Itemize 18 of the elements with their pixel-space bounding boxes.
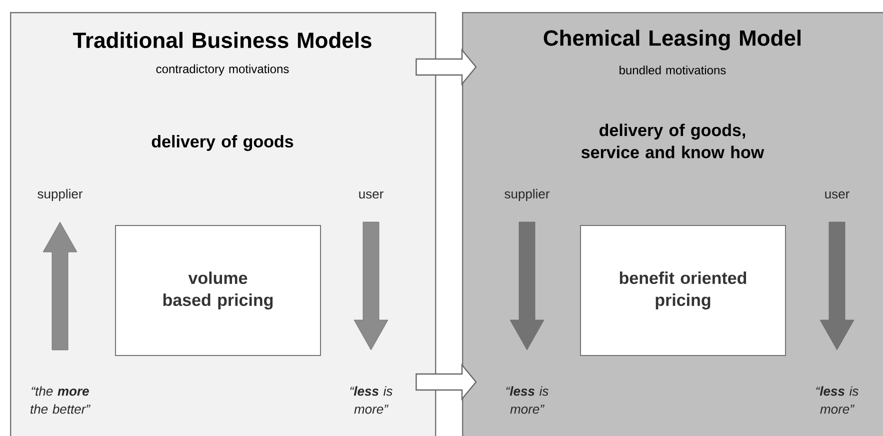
role-label: supplier bbox=[38, 188, 83, 202]
role-label: user bbox=[359, 191, 384, 199]
motto-text: “less is more” bbox=[350, 386, 392, 414]
panel-title: Traditional Business Models bbox=[73, 32, 372, 48]
motto-text: “less is more” bbox=[816, 386, 858, 414]
block-arrow bbox=[416, 48, 477, 86]
motto-text: “the more the better” bbox=[30, 386, 90, 414]
panel-subtitle: bundled motivations bbox=[620, 66, 726, 74]
pricing-box: volume based pricing bbox=[115, 225, 321, 356]
panel-heading: delivery of goods, service and know how bbox=[581, 124, 764, 158]
panel-heading: delivery of goods bbox=[152, 135, 294, 151]
panel-subtitle: contradictory motivations bbox=[156, 64, 289, 76]
role-label: user bbox=[825, 191, 850, 199]
pricing-box: benefit oriented pricing bbox=[580, 225, 786, 356]
block-arrow bbox=[416, 363, 477, 401]
role-label: supplier bbox=[504, 188, 550, 202]
panel-title: Chemical Leasing Model bbox=[544, 30, 800, 50]
motto-text: “less is more” bbox=[506, 386, 548, 414]
